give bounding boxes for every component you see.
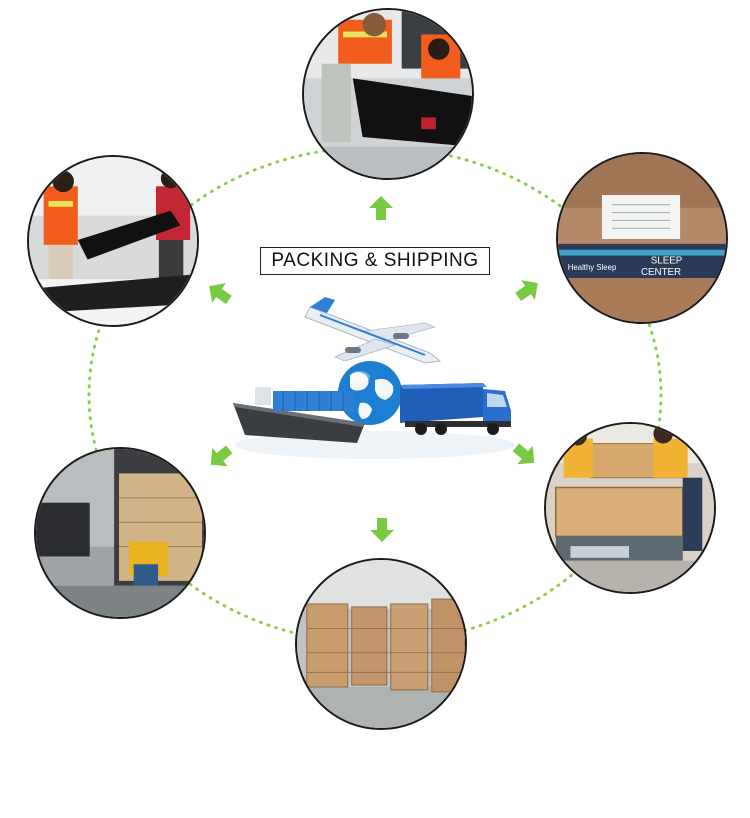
globe-icon [338, 361, 402, 425]
photo-loading-container [34, 447, 206, 619]
airplane-icon [304, 297, 441, 364]
photo-workers-lifting-panel [302, 8, 474, 180]
arrow-left-up-icon [201, 275, 237, 311]
label-sleep-text: SLEEP [651, 255, 682, 266]
arrow-left-down-icon [202, 439, 239, 476]
photo-workers-packing-carton [544, 422, 716, 594]
photo-label-healthy-sleep-center: Healthy Sleep SLEEP CENTER [556, 152, 728, 324]
page-title: PACKING & SHIPPING [260, 247, 490, 275]
truck-icon [400, 383, 511, 435]
arrow-right-up-icon [510, 272, 546, 308]
label-brand-text: Healthy Sleep [568, 263, 617, 272]
photo-workers-wrapping-panel [27, 155, 199, 327]
arrow-down-icon [369, 517, 395, 543]
cargo-ship-icon [233, 387, 365, 443]
transport-illustration [225, 295, 525, 465]
label-center-text: CENTER [641, 267, 681, 278]
arrow-up-icon [368, 195, 394, 221]
photo-warehouse-stacked-cartons [295, 558, 467, 730]
arrow-right-down-icon [507, 437, 544, 474]
